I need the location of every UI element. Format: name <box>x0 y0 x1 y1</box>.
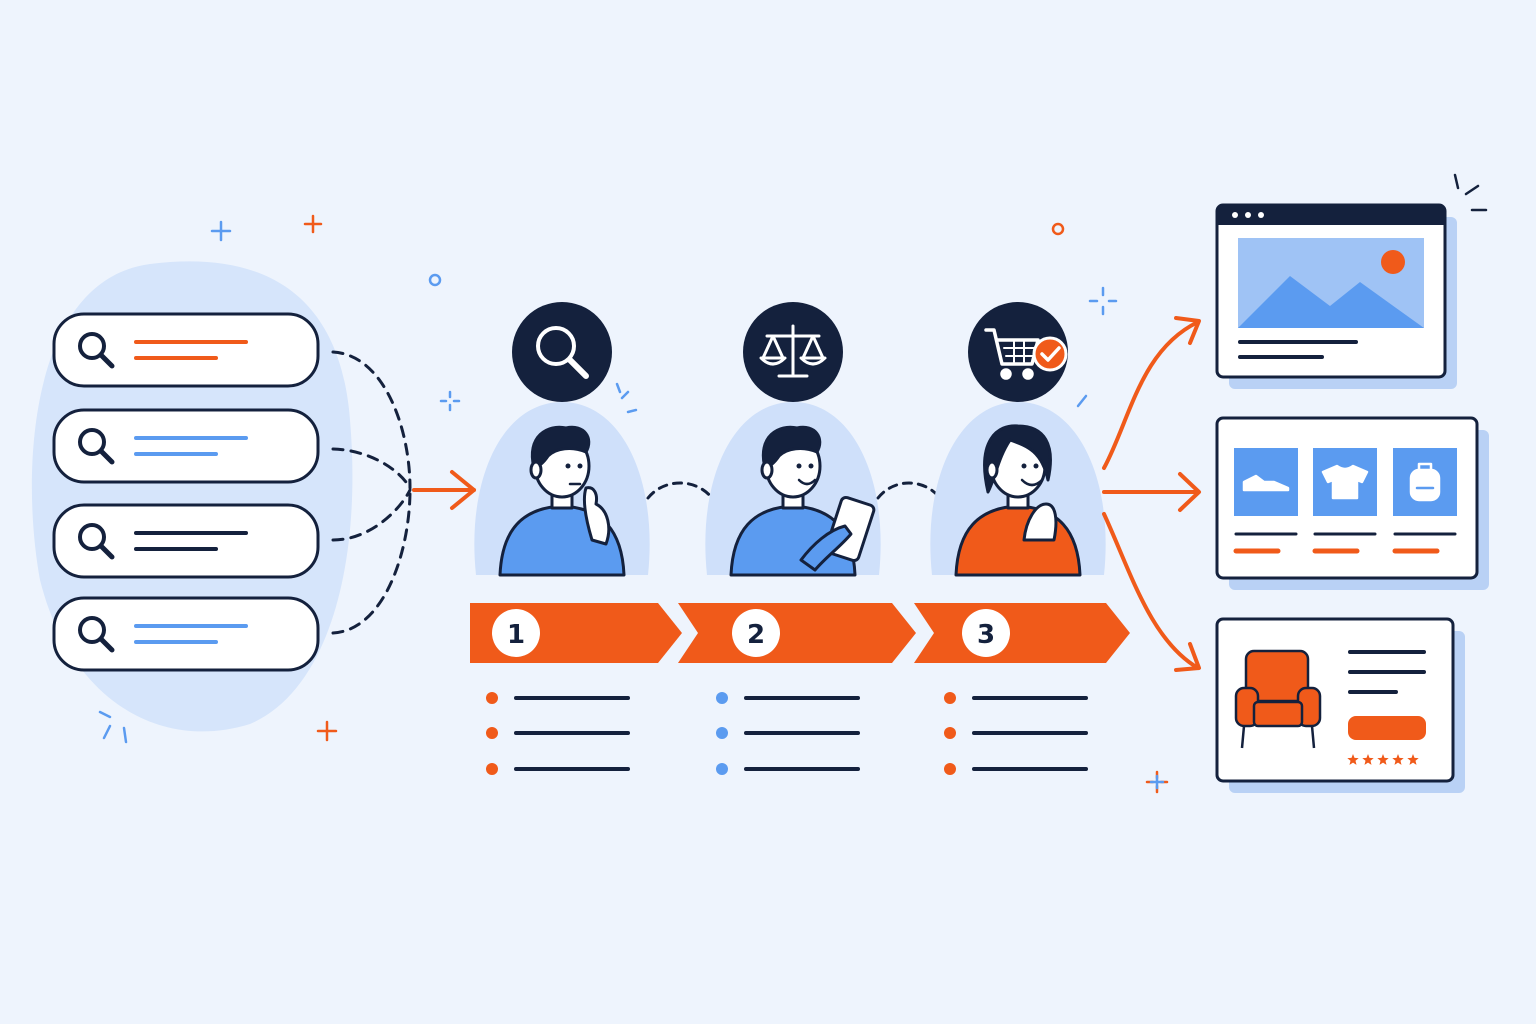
journey-step: 2 <box>678 302 916 775</box>
list-item <box>944 727 1088 739</box>
thinking-person <box>498 425 626 577</box>
person-with-tablet <box>729 425 876 577</box>
search-icon <box>78 616 115 653</box>
price-tag <box>1348 716 1426 740</box>
step-badge <box>743 302 843 402</box>
product-tile[interactable] <box>1233 448 1298 554</box>
browser-window[interactable] <box>1215 203 1457 389</box>
query-text-lines <box>134 624 248 644</box>
list-item <box>486 763 630 775</box>
burst-lines-icon <box>1076 394 1088 408</box>
result-cards <box>1215 203 1489 793</box>
scales-icon <box>759 324 827 378</box>
happy-person <box>954 424 1082 577</box>
step-bullet-list <box>486 692 630 775</box>
list-item <box>716 727 860 739</box>
sparkle-icon <box>1149 774 1165 790</box>
query-text-lines <box>134 340 248 360</box>
search-bar[interactable] <box>52 408 320 484</box>
circle-sparkle-icon <box>428 273 442 287</box>
cart-check-icon <box>984 328 1040 380</box>
search-icon <box>78 428 115 465</box>
burst-lines-icon <box>615 382 638 414</box>
query-text-lines <box>134 436 248 456</box>
journey-steps: 1 2 3 <box>470 302 1130 775</box>
step-chevron: 2 <box>678 603 916 663</box>
dashed-connectors <box>331 350 412 635</box>
query-text-lines <box>134 531 248 551</box>
list-item <box>716 763 860 775</box>
step-badge <box>512 302 612 402</box>
check-badge-icon <box>1032 336 1068 372</box>
backpack-icon <box>1409 462 1441 502</box>
decorative-sparkles <box>98 173 1488 794</box>
rating-stars <box>1347 754 1419 765</box>
step-number: 1 <box>507 620 525 650</box>
step-number: 3 <box>977 620 995 650</box>
magnifier-icon <box>536 326 589 379</box>
search-bar[interactable] <box>52 596 320 672</box>
step-number: 2 <box>747 620 765 650</box>
star-icon <box>1407 754 1419 765</box>
list-item <box>944 692 1088 704</box>
journey-step: 3 <box>914 302 1130 775</box>
sparkle-icon <box>439 390 461 412</box>
search-icon <box>78 523 115 560</box>
search-icon <box>78 332 115 369</box>
list-item <box>486 692 630 704</box>
plus-sparkle-icon <box>210 220 232 242</box>
step-connectors <box>646 481 942 500</box>
burst-lines-icon <box>1453 173 1488 212</box>
burst-lines-icon <box>98 710 128 744</box>
list-item <box>944 763 1088 775</box>
plus-sparkle-icon <box>316 720 338 742</box>
search-bar[interactable] <box>52 503 320 579</box>
star-icon <box>1347 754 1359 765</box>
product-grid[interactable] <box>1215 416 1489 590</box>
merge-arrow <box>412 470 476 510</box>
step-bullet-list <box>944 692 1088 775</box>
star-icon <box>1362 754 1374 765</box>
tshirt-icon <box>1321 464 1369 500</box>
star-icon <box>1377 754 1389 765</box>
search-bar[interactable] <box>52 312 320 388</box>
sparkle-icon <box>1088 286 1118 316</box>
shoe-icon <box>1242 474 1290 492</box>
output-arrows <box>1102 316 1201 672</box>
armchair-icon <box>1234 649 1322 749</box>
plus-sparkle-icon <box>303 214 323 234</box>
product-tile[interactable] <box>1392 448 1457 554</box>
step-bullet-list <box>716 692 860 775</box>
journey-step: 1 <box>470 302 682 775</box>
product-tile[interactable] <box>1312 448 1377 554</box>
step-chevron: 1 <box>470 603 682 663</box>
star-icon <box>1392 754 1404 765</box>
search-query-list <box>52 312 320 672</box>
list-item <box>486 727 630 739</box>
step-badge <box>968 302 1068 402</box>
circle-sparkle-icon <box>1051 222 1065 236</box>
list-item <box>716 692 860 704</box>
product-detail[interactable] <box>1215 617 1465 793</box>
step-chevron: 3 <box>914 603 1130 663</box>
image-placeholder-icon <box>1238 238 1424 328</box>
